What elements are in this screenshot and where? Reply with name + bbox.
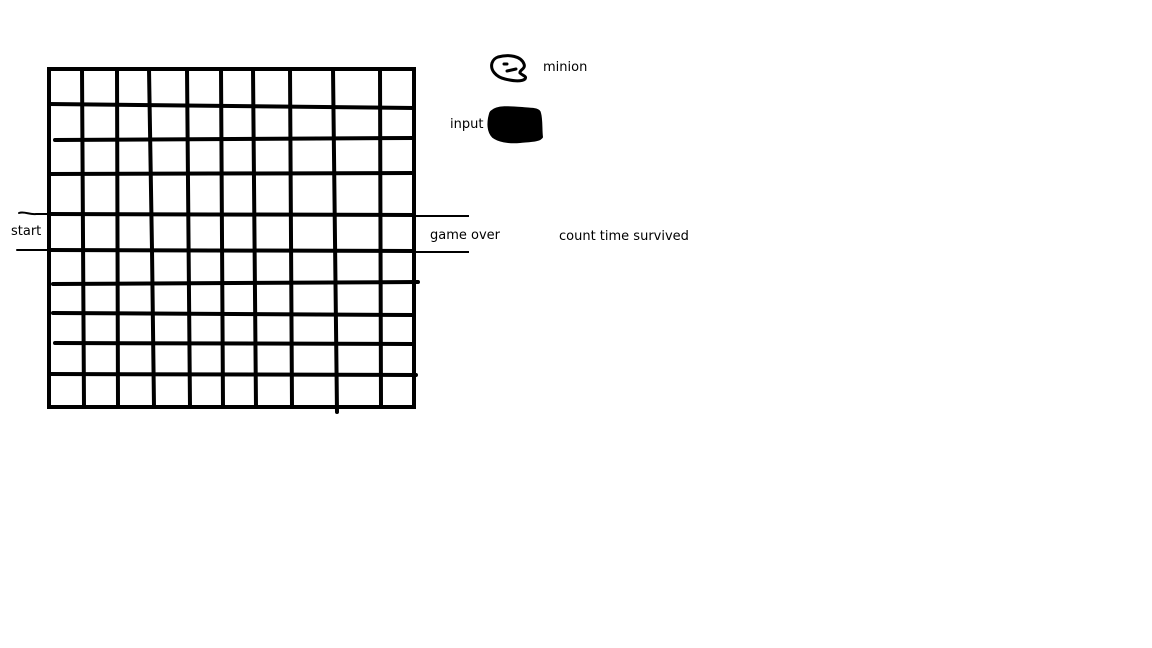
grid-row-line bbox=[53, 136, 416, 142]
input-blob-shape bbox=[487, 106, 544, 144]
minion-mouth bbox=[505, 67, 518, 73]
grid-column-line bbox=[185, 67, 192, 409]
grid-row-line bbox=[53, 341, 416, 346]
grid-row-line bbox=[47, 212, 416, 217]
game-over-label: game over bbox=[430, 228, 501, 243]
grid-row-line bbox=[51, 311, 416, 317]
grid-column-line bbox=[219, 67, 225, 409]
start-label: start bbox=[11, 224, 42, 239]
board-outline bbox=[47, 67, 416, 409]
grid-column-line bbox=[288, 67, 294, 409]
grid-row-line bbox=[47, 171, 416, 176]
grid-column-line bbox=[80, 67, 86, 409]
count-time-survived-label: count time survived bbox=[559, 229, 689, 244]
grid-column-line bbox=[115, 67, 120, 409]
input-label: input bbox=[450, 117, 484, 132]
exit-passage bbox=[414, 215, 469, 253]
grid-row-line bbox=[47, 372, 418, 377]
grid-row-line bbox=[47, 248, 416, 253]
game-board-grid bbox=[47, 67, 420, 414]
grid-column-line bbox=[331, 67, 339, 414]
grid-column-line bbox=[378, 67, 383, 409]
grid-row-line bbox=[51, 280, 420, 286]
grid-column-line bbox=[147, 67, 156, 409]
minion-face-icon bbox=[490, 54, 527, 83]
input-blob-icon bbox=[487, 106, 544, 144]
minion-label: minion bbox=[543, 60, 588, 75]
minion-face-outline bbox=[490, 54, 527, 83]
grid-column-line bbox=[251, 67, 258, 409]
start-entrance bbox=[16, 211, 50, 251]
start-entrance-top-line bbox=[18, 211, 50, 216]
grid-row-line bbox=[47, 102, 416, 110]
